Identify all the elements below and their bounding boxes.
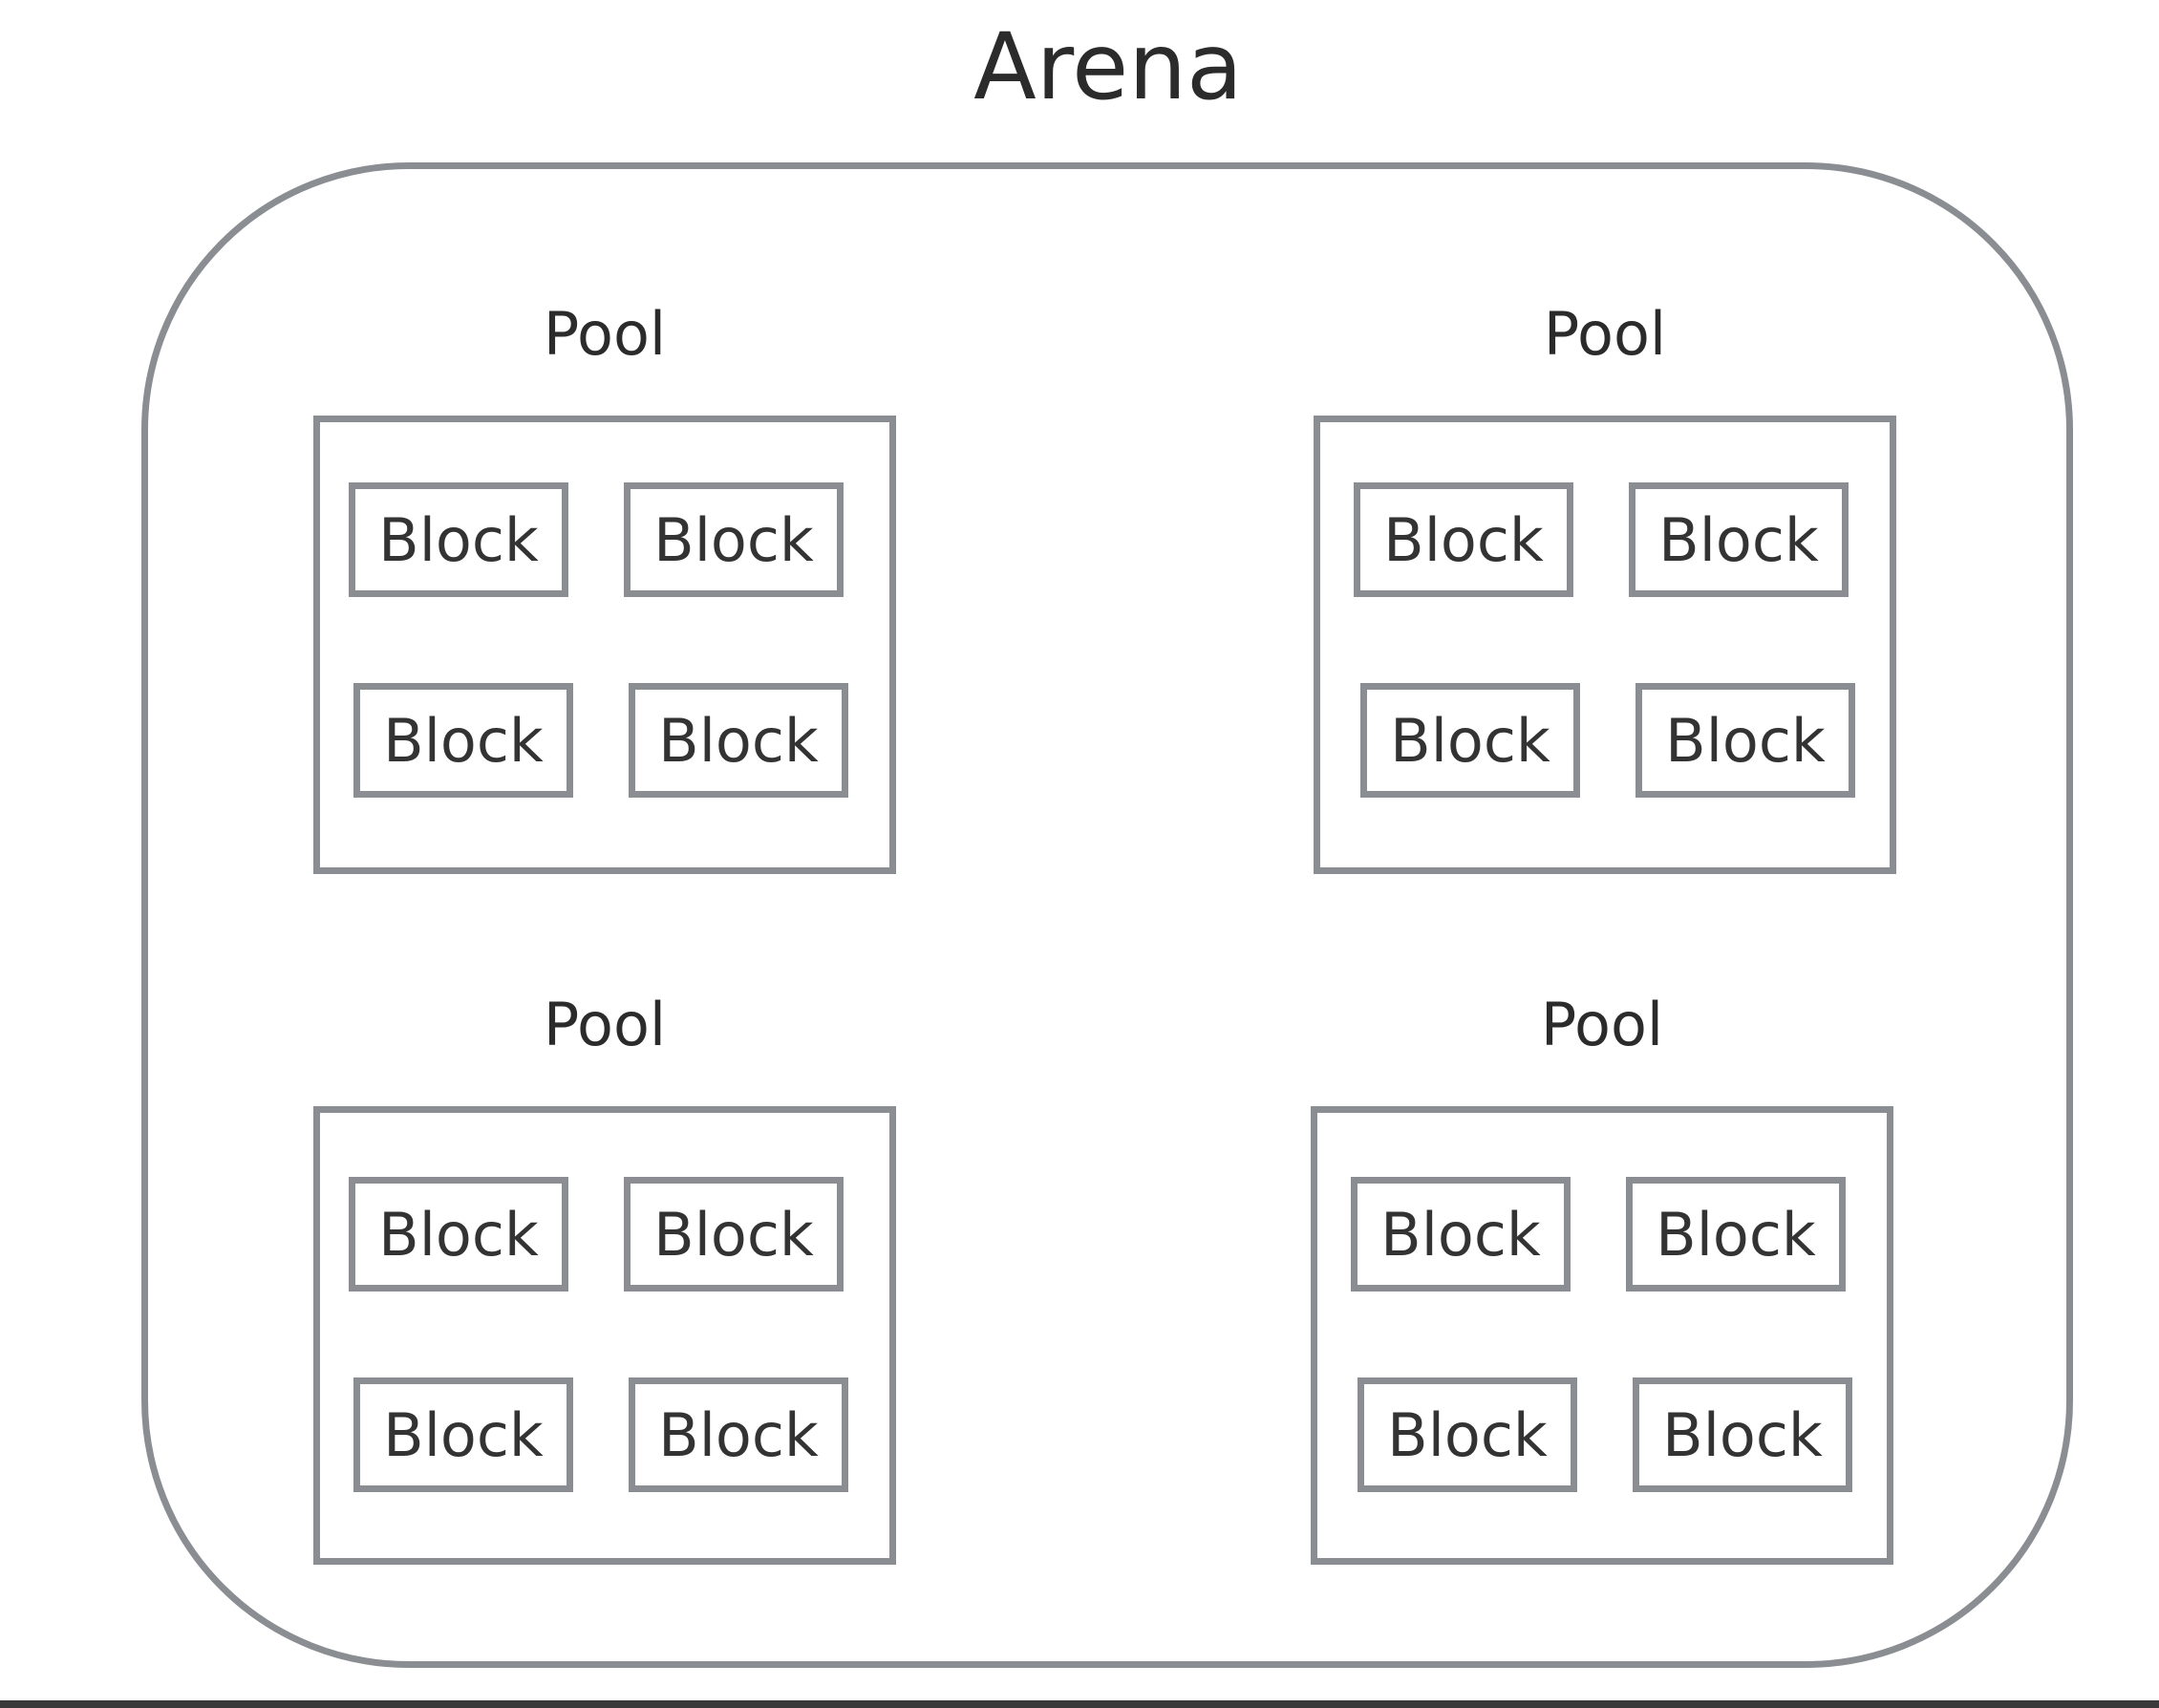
arena-title: Arena [973, 13, 1243, 120]
block: Block [1357, 1377, 1577, 1492]
block: Block [624, 1177, 844, 1292]
pool-label: Pool [1540, 990, 1664, 1059]
pool-box: Block Block Block Block [313, 1106, 896, 1565]
block: Block [624, 482, 844, 597]
pool-label: Pool [543, 990, 667, 1059]
block: Block [353, 1377, 573, 1492]
block: Block [1626, 1177, 1846, 1292]
bottom-border [0, 1700, 2159, 1708]
block: Block [1351, 1177, 1571, 1292]
pool-box: Block Block Block Block [1311, 1106, 1893, 1565]
pool-box: Block Block Block Block [313, 416, 896, 874]
block: Block [353, 683, 573, 798]
pool-label: Pool [1543, 299, 1667, 369]
block: Block [1635, 683, 1855, 798]
pool-box: Block Block Block Block [1314, 416, 1896, 874]
block: Block [1633, 1377, 1852, 1492]
block: Block [629, 1377, 848, 1492]
block: Block [1360, 683, 1580, 798]
block: Block [349, 482, 568, 597]
pool-label: Pool [543, 299, 667, 369]
block: Block [349, 1177, 568, 1292]
block: Block [1629, 482, 1849, 597]
block: Block [629, 683, 848, 798]
arena-frame [141, 162, 2073, 1668]
block: Block [1354, 482, 1573, 597]
